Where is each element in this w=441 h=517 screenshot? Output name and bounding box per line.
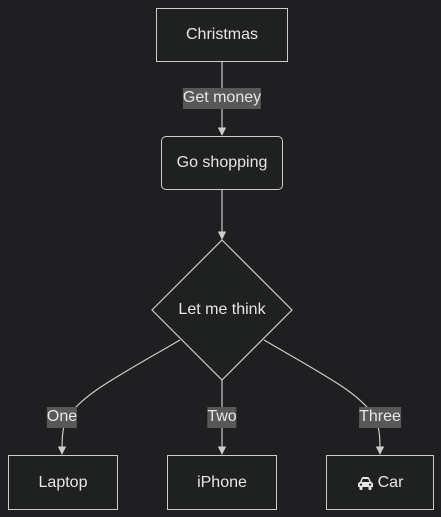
edge-label-one: One	[46, 407, 78, 428]
node-christmas[interactable]: Christmas	[156, 8, 288, 62]
node-car-label: Car	[377, 473, 404, 491]
edge-label-three: Three	[359, 407, 401, 428]
node-go-shopping-label: Go shopping	[176, 154, 268, 171]
edge-decision-to-laptop	[57, 339, 181, 455]
edge-decision-to-car	[263, 339, 385, 455]
node-go-shopping[interactable]: Go shopping	[161, 136, 283, 190]
node-christmas-label: Christmas	[185, 26, 258, 43]
node-laptop[interactable]: Laptop	[8, 455, 118, 510]
edge-label-get-money: Get money	[182, 88, 262, 109]
node-laptop-label: Laptop	[38, 473, 88, 491]
edge-label-two: Two	[207, 407, 237, 428]
node-iphone[interactable]: iPhone	[167, 455, 277, 510]
node-decision-label: Let me think	[178, 301, 266, 318]
node-iphone-label: iPhone	[197, 473, 247, 491]
car-icon	[357, 476, 374, 490]
node-car[interactable]: Car	[326, 455, 434, 510]
